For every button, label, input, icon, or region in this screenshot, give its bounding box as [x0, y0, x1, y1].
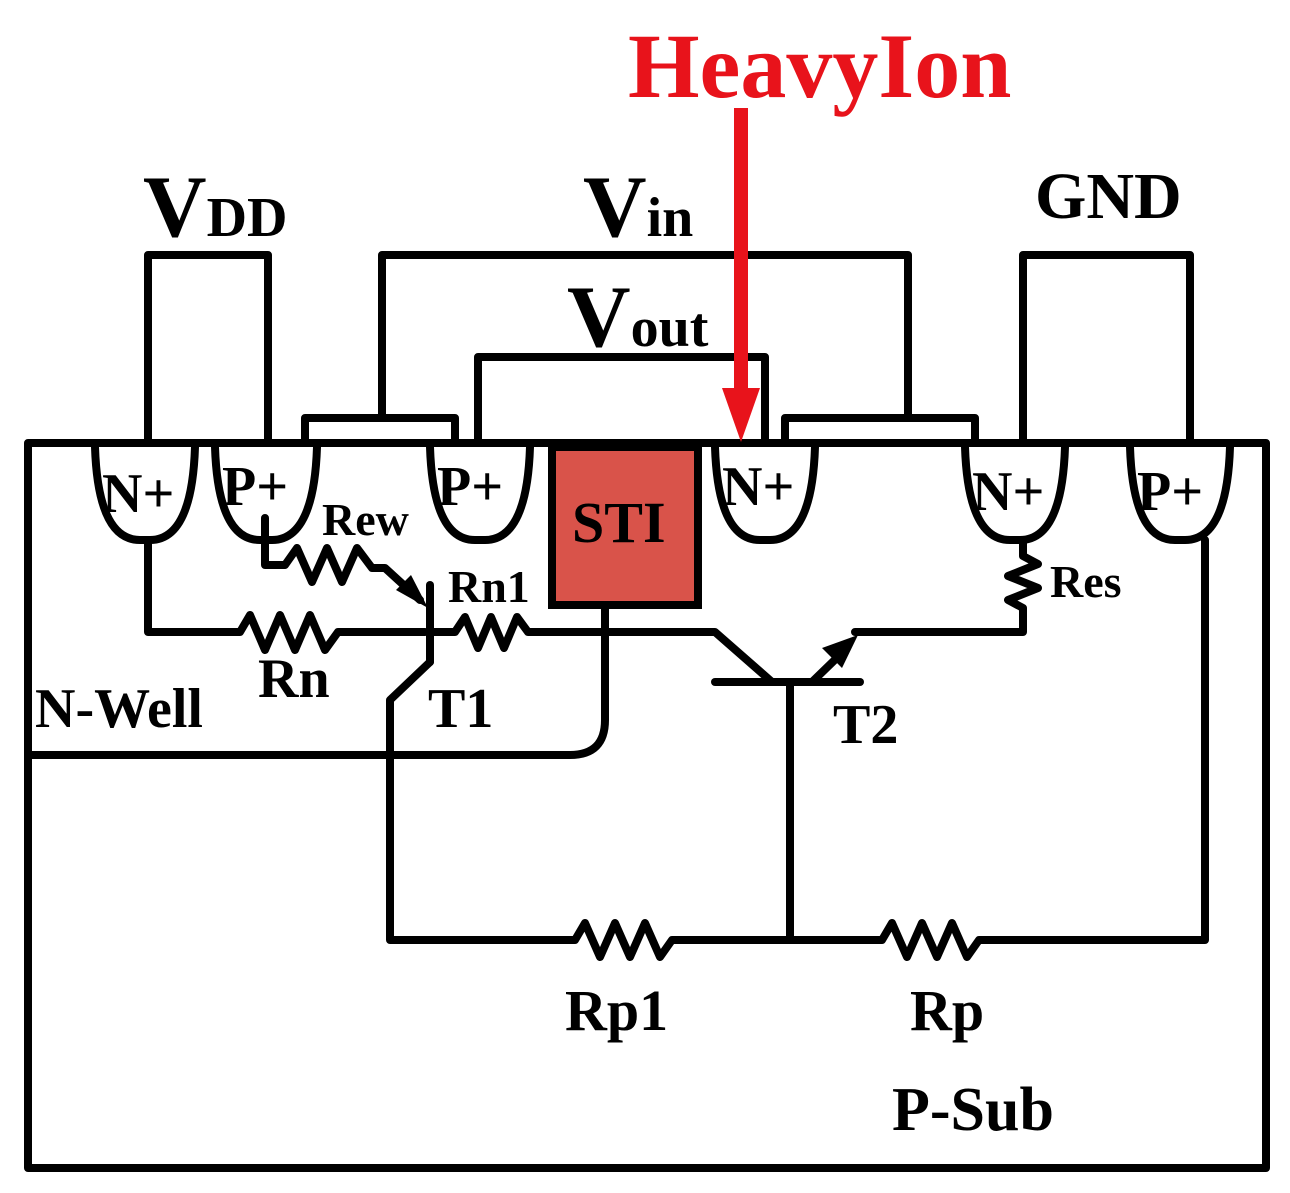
diffusion-label-2: P+ — [222, 456, 288, 518]
sti-block — [548, 443, 702, 609]
diffusion-well-4 — [711, 443, 819, 544]
vin-label: Vin — [583, 159, 693, 256]
t1-collector — [386, 658, 794, 961]
sti-label: STI — [572, 490, 666, 555]
vin-terminal — [378, 251, 912, 422]
vdd-label: VDD — [143, 159, 287, 256]
rp-label: Rp — [910, 978, 984, 1043]
t2-label: T2 — [833, 694, 898, 756]
rn1-wire — [426, 613, 776, 686]
rn-label: Rn — [258, 648, 330, 710]
vdd-terminal — [144, 251, 272, 447]
rew-label: Rew — [322, 494, 409, 545]
rew-wire — [261, 514, 424, 604]
rn1-label: Rn1 — [448, 561, 530, 612]
diffusion-label-5: N+ — [972, 461, 1044, 523]
res-label: Res — [1050, 556, 1122, 607]
title-heavy-ion: HeavyIon — [628, 15, 1011, 117]
heavy-ion-arrow-head — [722, 388, 760, 442]
diffusion-label-4: N+ — [722, 456, 794, 518]
nwell-boundary — [24, 601, 609, 759]
diffusion-well-3 — [426, 443, 534, 544]
diffusion-label-3: P+ — [437, 456, 503, 518]
t2-emitter-arrow — [822, 635, 858, 668]
gnd-terminal — [1019, 251, 1194, 447]
res-wire — [851, 536, 1042, 636]
t1-label: T1 — [428, 678, 493, 740]
t1-emitter-arrow — [396, 575, 428, 608]
rn-wire — [144, 536, 429, 654]
diffusion-well-6 — [1126, 443, 1234, 544]
diffusion-label-1: N+ — [102, 463, 174, 525]
diffusion-label-6: P+ — [1137, 461, 1203, 523]
vout-label: Vout — [567, 269, 709, 366]
rp-wire — [786, 536, 1209, 961]
rp1-label: Rp1 — [565, 978, 668, 1043]
diffusion-well-5 — [961, 443, 1069, 544]
pmos-gate — [301, 414, 459, 447]
nmos-gate — [781, 414, 979, 447]
nwell-label: N-Well — [35, 678, 203, 740]
vout-terminal — [474, 353, 769, 447]
gnd-label: GND — [1035, 160, 1182, 233]
psub-label: P-Sub — [892, 1076, 1054, 1144]
